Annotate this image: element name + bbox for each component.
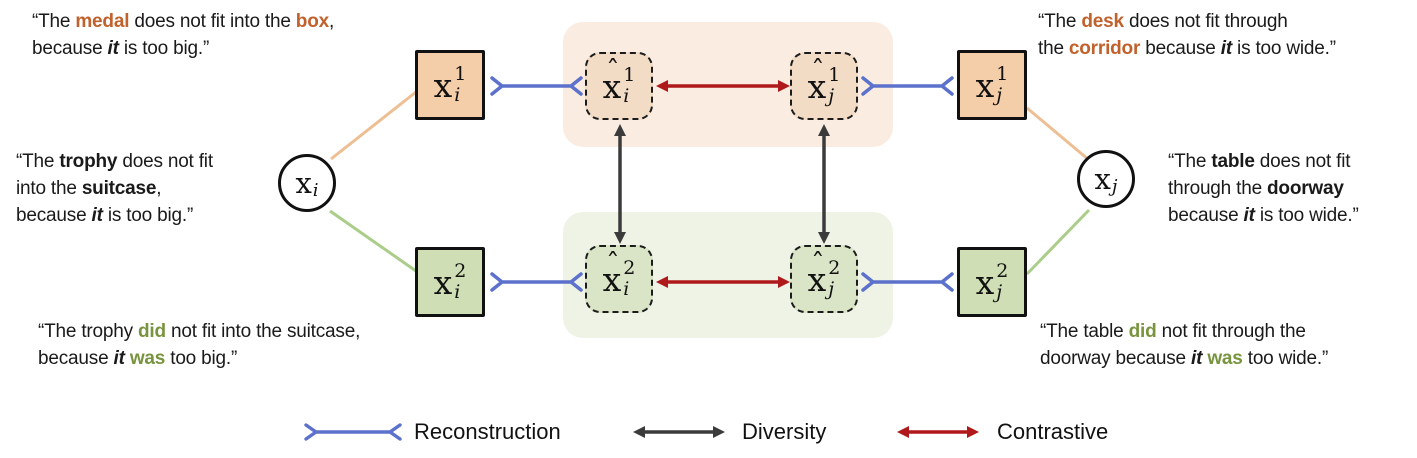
legend-label-diversity: Diversity xyxy=(742,419,827,444)
edge-xi-to-xi1 xyxy=(330,90,417,161)
contrastive-legend-icon xyxy=(897,426,979,438)
legend-label-contrastive: Contrastive xyxy=(997,419,1109,444)
reconstruction-edge-xi2 xyxy=(490,272,583,292)
reconstruction-edge-xj2 xyxy=(861,272,954,292)
quote-bottom-left: “The trophy did not fit into the suitcas… xyxy=(38,321,361,369)
hat-accent: ˆ xyxy=(606,249,620,281)
reconstruction-edges xyxy=(490,76,954,292)
edge-xj2-to-xj xyxy=(1025,208,1091,276)
reconstruction-legend-icon xyxy=(304,423,402,441)
diversity-legend-icon xyxy=(633,426,725,438)
reconstruction-edge-xj1 xyxy=(861,76,954,96)
quote-top-left: “The medal does not fit into the box,bec… xyxy=(32,11,335,59)
hat-accent: ˆ xyxy=(811,249,825,281)
reconstruction-edge-xi1 xyxy=(490,76,583,96)
hat-accent: ˆ xyxy=(811,56,825,88)
edge-xj1-to-xj xyxy=(1026,106,1090,162)
edge-xi-to-xi2 xyxy=(329,209,417,273)
legend-label-reconstruction: Reconstruction xyxy=(414,419,561,444)
hat-accent: ˆ xyxy=(606,56,620,88)
